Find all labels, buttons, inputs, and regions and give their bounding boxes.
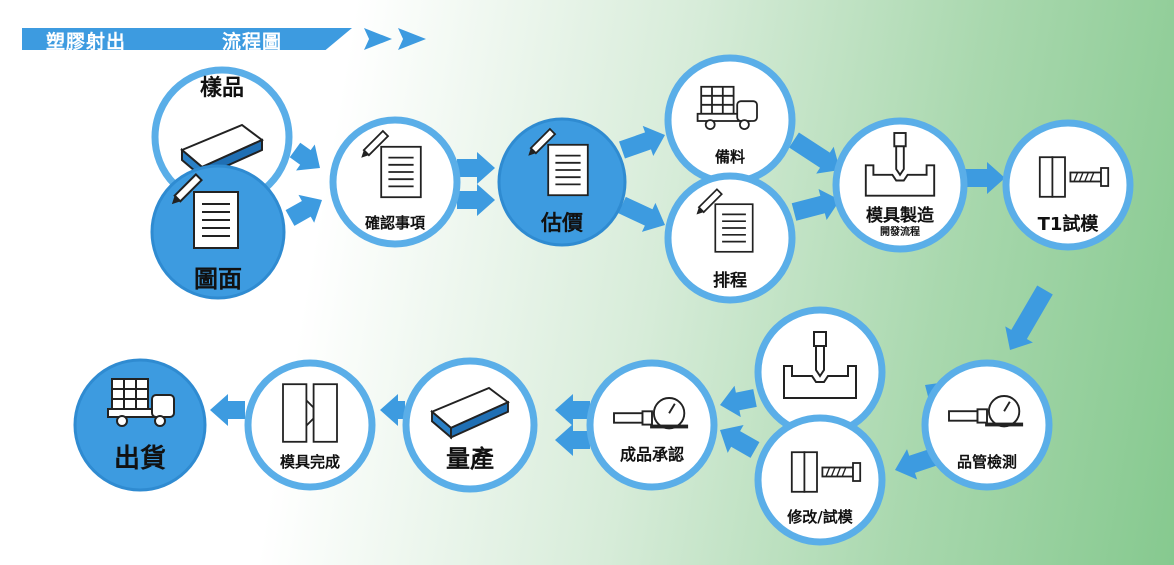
node-circle — [1002, 119, 1134, 251]
node-confirm: 確認事項 — [329, 116, 461, 248]
node-label: 品管檢測 — [957, 453, 1017, 471]
node-label: 模具製造 — [866, 205, 935, 226]
flow-arrow — [457, 184, 495, 216]
node-label: T1試模 — [1038, 213, 1100, 235]
node-label: 圖面 — [194, 265, 242, 293]
node-label: 估價 — [540, 211, 584, 235]
node-circle — [754, 414, 886, 546]
node-label: 量產 — [446, 445, 494, 473]
flow-arrow — [720, 385, 757, 418]
node-circle — [244, 359, 376, 491]
node-schedule: 排程 — [664, 172, 796, 304]
flow-arrow — [1005, 285, 1053, 350]
title-bar: 塑膠射出 流程圖 — [22, 28, 352, 50]
node-shipping: 出貨 — [73, 358, 207, 492]
node-label: 出貨 — [114, 443, 166, 474]
title-sub: 流程圖 — [222, 31, 283, 53]
flow-arrow — [619, 125, 665, 159]
node-label: 成品承認 — [620, 445, 684, 464]
flow-arrow — [289, 142, 320, 171]
flow-arrow — [965, 162, 1005, 194]
node-label: 模具完成 — [280, 453, 340, 471]
node-mold-done: 模具完成 — [244, 359, 376, 491]
node-label: 確認事項 — [364, 214, 426, 232]
node-label: 樣品 — [200, 75, 244, 101]
flow-arrow — [210, 394, 245, 426]
title-main: 塑膠射出 — [46, 31, 127, 53]
flow-arrow — [555, 424, 590, 456]
flow-arrow — [285, 194, 322, 226]
node-label: 修改/試模 — [786, 508, 853, 526]
node-circle — [73, 358, 207, 492]
node-material: 備料 — [664, 54, 796, 186]
node-quote: 估價 — [497, 117, 627, 247]
node-t1-trial: T1試模 — [1002, 119, 1134, 251]
node-mass: 量產 — [402, 357, 538, 493]
node-approval: 成品承認 — [586, 359, 718, 491]
flow-arrow — [555, 394, 590, 426]
flow-arrow — [789, 132, 840, 174]
node-label: 排程 — [713, 270, 747, 291]
flow-arrow — [720, 425, 760, 458]
flow-arrow — [618, 196, 665, 232]
flow-arrow — [380, 394, 405, 426]
node-qc: 品管檢測 — [921, 359, 1053, 491]
node-label: 備料 — [715, 148, 745, 166]
node-sublabel: 開發流程 — [880, 225, 920, 238]
flow-arrow — [457, 152, 495, 184]
flow-arrow — [791, 189, 840, 221]
node-modify: 修改/試模 — [754, 414, 886, 546]
node-drawing: 圖面 — [150, 164, 286, 300]
